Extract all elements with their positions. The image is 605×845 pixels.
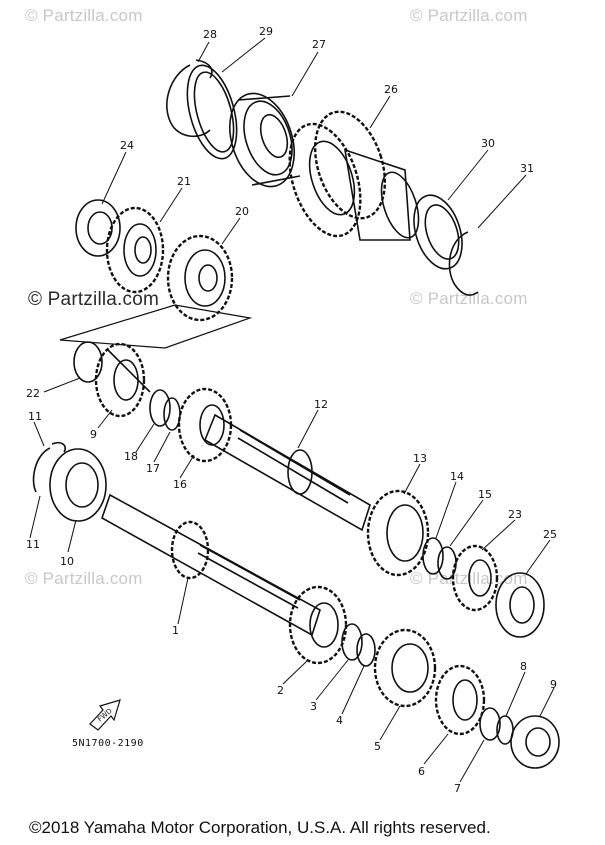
circlip-4 [356,633,376,667]
bearing-10 [49,448,107,522]
callout-23: 23 [508,508,522,521]
callout-28: 28 [203,28,217,41]
bearing-27 [229,92,301,188]
callout-3: 3 [310,700,317,713]
gear-26 [288,110,420,241]
callout-14: 14 [450,470,464,483]
callout-25: 25 [543,528,557,541]
callout-29: 29 [259,25,273,38]
watermark-mid-left: © Partzilla.com [28,289,160,310]
callout-2: 2 [277,684,284,697]
callout-numbers: 28 29 27 26 24 21 20 30 31 22 9 18 17 16… [26,25,557,795]
watermark-lower-left: © Partzilla.com [25,569,143,588]
callout-21: 21 [177,175,191,188]
washer-7 [479,707,501,741]
gear-20 [166,234,234,322]
bearing-25 [495,572,545,638]
copyright-notice: ©2018 Yamaha Motor Corporation, U.S.A. A… [29,818,491,837]
callout-9-upper: 9 [90,428,97,441]
callout-31: 31 [520,162,534,175]
gear-9-upper [94,342,151,418]
washer-18 [149,389,171,427]
washer-14 [422,537,444,575]
callout-13: 13 [413,452,427,465]
callout-6: 6 [418,765,425,778]
callout-16: 16 [173,478,187,491]
callout-27: 27 [312,38,326,51]
callout-11-lower: 11 [26,538,40,551]
circlip-31 [448,231,479,296]
shaft-1 [101,493,321,637]
ring-29 [186,64,238,160]
diagram-code: 5N1700-2190 [72,738,144,749]
watermark-top-left: © Partzilla.com [25,6,143,25]
callout-26: 26 [384,83,398,96]
fwd-label: FWD [96,707,114,724]
washer-22 [73,341,103,383]
circlip-11 [32,441,67,493]
callout-11-upper: 11 [28,410,42,423]
circlip-17 [163,397,181,431]
bearing-9-lower [510,715,560,769]
callout-17: 17 [146,462,160,475]
callout-24: 24 [120,139,134,152]
callout-7: 7 [454,782,461,795]
bracket-box [59,304,253,349]
leader-lines [29,37,555,783]
callout-1: 1 [172,624,179,637]
callout-12: 12 [314,398,328,411]
gear-23 [451,544,499,612]
gear-21 [105,206,165,294]
callout-20: 20 [235,205,249,218]
callout-22: 22 [26,387,40,400]
callout-10: 10 [60,555,74,568]
circlip-15 [437,546,457,580]
watermark-mid-right: © Partzilla.com [410,289,528,308]
gear-2 [288,585,348,665]
gear-5 [373,628,437,708]
shaft-12 [203,413,371,532]
callout-9-lower: 9 [550,678,557,691]
watermark-top-right: © Partzilla.com [410,6,528,25]
fwd-arrow-icon [89,699,121,731]
gear-6 [434,664,486,736]
callout-8: 8 [520,660,527,673]
callout-18: 18 [124,450,138,463]
washer-3 [341,623,363,661]
callout-15: 15 [478,488,492,501]
callout-5: 5 [374,740,381,753]
gear-13 [366,489,430,577]
bearing-24 [75,199,121,257]
callout-30: 30 [481,137,495,150]
callout-4: 4 [336,714,343,727]
